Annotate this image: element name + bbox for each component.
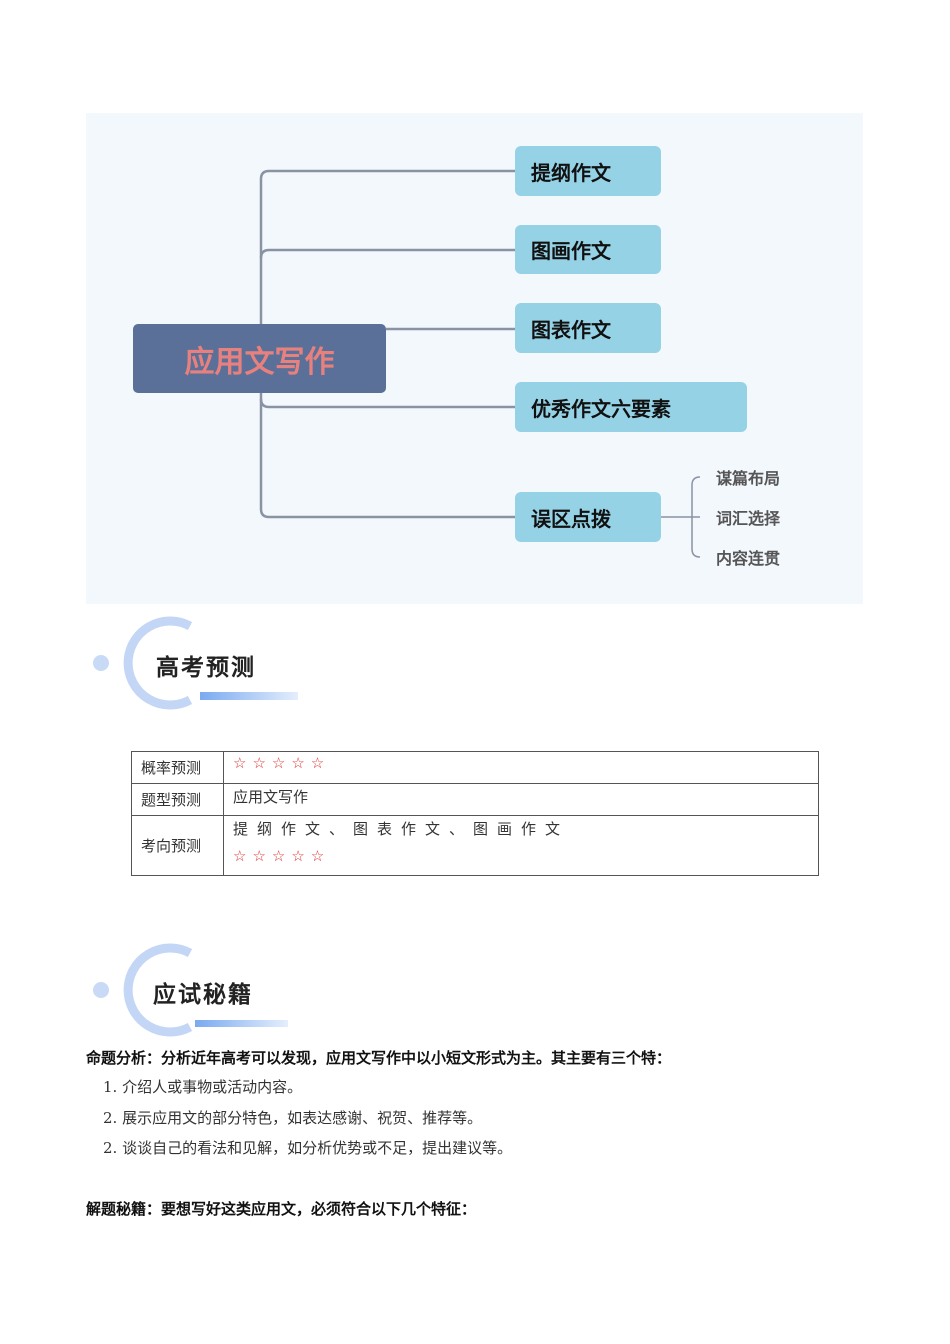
list-item: 2. 谈谈自己的看法和见解，如分析优势或不足，提出建议等。 — [103, 1139, 513, 1157]
mind-map-leaf: 谋篇布局 — [716, 469, 781, 488]
list-item: 1. 介绍人或事物或活动内容。 — [103, 1078, 303, 1096]
row-value: 提纲作文、图表作文、图画作文 — [233, 820, 570, 838]
mind-map: 应用文写作 提纲作文 图画作文 图表作文 优秀作文六要素 误区点拨 谋篇布局 词… — [86, 113, 863, 604]
star-rating: ☆☆☆☆☆ — [233, 847, 331, 865]
table-row: 概率预测 ☆☆☆☆☆ — [131, 751, 819, 784]
connector-line — [259, 248, 515, 259]
table-row: 题型预测 应用文写作 — [131, 783, 819, 816]
row-label: 考向预测 — [131, 815, 224, 876]
mind-map-node: 优秀作文六要素 — [515, 382, 747, 432]
analysis-heading: 命题分析：分析近年高考可以发现，应用文写作中以小短文形式为主。其主要有三个特： — [86, 1049, 672, 1067]
mind-map-leaf: 内容连贯 — [716, 549, 781, 568]
table-row: 考向预测 提纲作文、图表作文、图画作文 ☆☆☆☆☆ — [131, 815, 819, 876]
connector-line — [259, 398, 515, 409]
mind-map-root: 应用文写作 — [133, 324, 386, 393]
mind-map-node: 误区点拨 — [515, 492, 661, 542]
mind-map-node: 图画作文 — [515, 225, 661, 274]
mind-map-node: 提纲作文 — [515, 146, 661, 196]
row-value: 应用文写作 — [223, 783, 819, 816]
section-title: 高考预测 — [156, 655, 256, 681]
row-label: 概率预测 — [131, 751, 224, 784]
mind-map-leaf: 词汇选择 — [716, 509, 781, 528]
row-label: 题型预测 — [131, 783, 224, 816]
prediction-table: 概率预测 ☆☆☆☆☆ 题型预测 应用文写作 考向预测 提纲作文、图表作文、图画作… — [131, 751, 819, 876]
section-decoration-icon — [93, 943, 288, 1037]
list-item: 2. 展示应用文的部分特色，如表达感谢、祝贺、推荐等。 — [103, 1109, 483, 1127]
section-header: 应试秘籍 — [90, 943, 310, 1038]
mind-map-node: 图表作文 — [515, 303, 661, 353]
star-rating: ☆☆☆☆☆ — [233, 754, 331, 772]
section-title: 应试秘籍 — [153, 982, 253, 1008]
tips-heading: 解题秘籍：要想写好这类应用文，必须符合以下几个特征： — [86, 1200, 477, 1218]
section-header: 高考预测 — [90, 616, 310, 711]
section-decoration-icon — [93, 616, 298, 710]
